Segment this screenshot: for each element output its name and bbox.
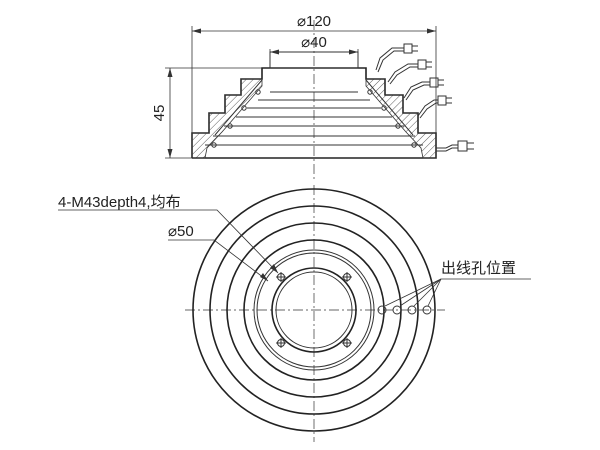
connector-icon (437, 95, 452, 106)
bore-diameter-label: ⌀40 (301, 34, 327, 51)
leader-bolt-circle: ⌀50 (168, 223, 269, 282)
wire-outlet-label: 出线孔位置 (441, 260, 516, 277)
dim-height: 45 (151, 67, 262, 159)
mounting-holes (276, 272, 352, 348)
dim-outer-diameter: ⌀120 (191, 13, 437, 133)
leader-mount-holes: 4-M43depth4,均布 (58, 194, 279, 274)
side-view: ⌀120 ⌀40 45 (151, 13, 474, 180)
height-label: 45 (151, 105, 168, 122)
connector-icon (457, 140, 474, 152)
mount-holes-label: 4-M43depth4,均布 (58, 194, 181, 211)
dim-bore-diameter: ⌀40 (269, 34, 359, 55)
outer-diameter-label: ⌀120 (297, 13, 331, 30)
connector-icon (403, 43, 418, 54)
bolt-circle-label: ⌀50 (168, 223, 194, 240)
leader-wire-outlet: 出线孔位置 (384, 260, 531, 307)
connector-icon (429, 77, 444, 88)
top-view: 4-M43depth4,均布 ⌀50 出线孔位置 (58, 185, 531, 442)
slot-markers (211, 89, 417, 148)
connector-icon (417, 59, 432, 70)
wire-outlet-holes (377, 305, 432, 315)
ring-outer (192, 188, 436, 432)
